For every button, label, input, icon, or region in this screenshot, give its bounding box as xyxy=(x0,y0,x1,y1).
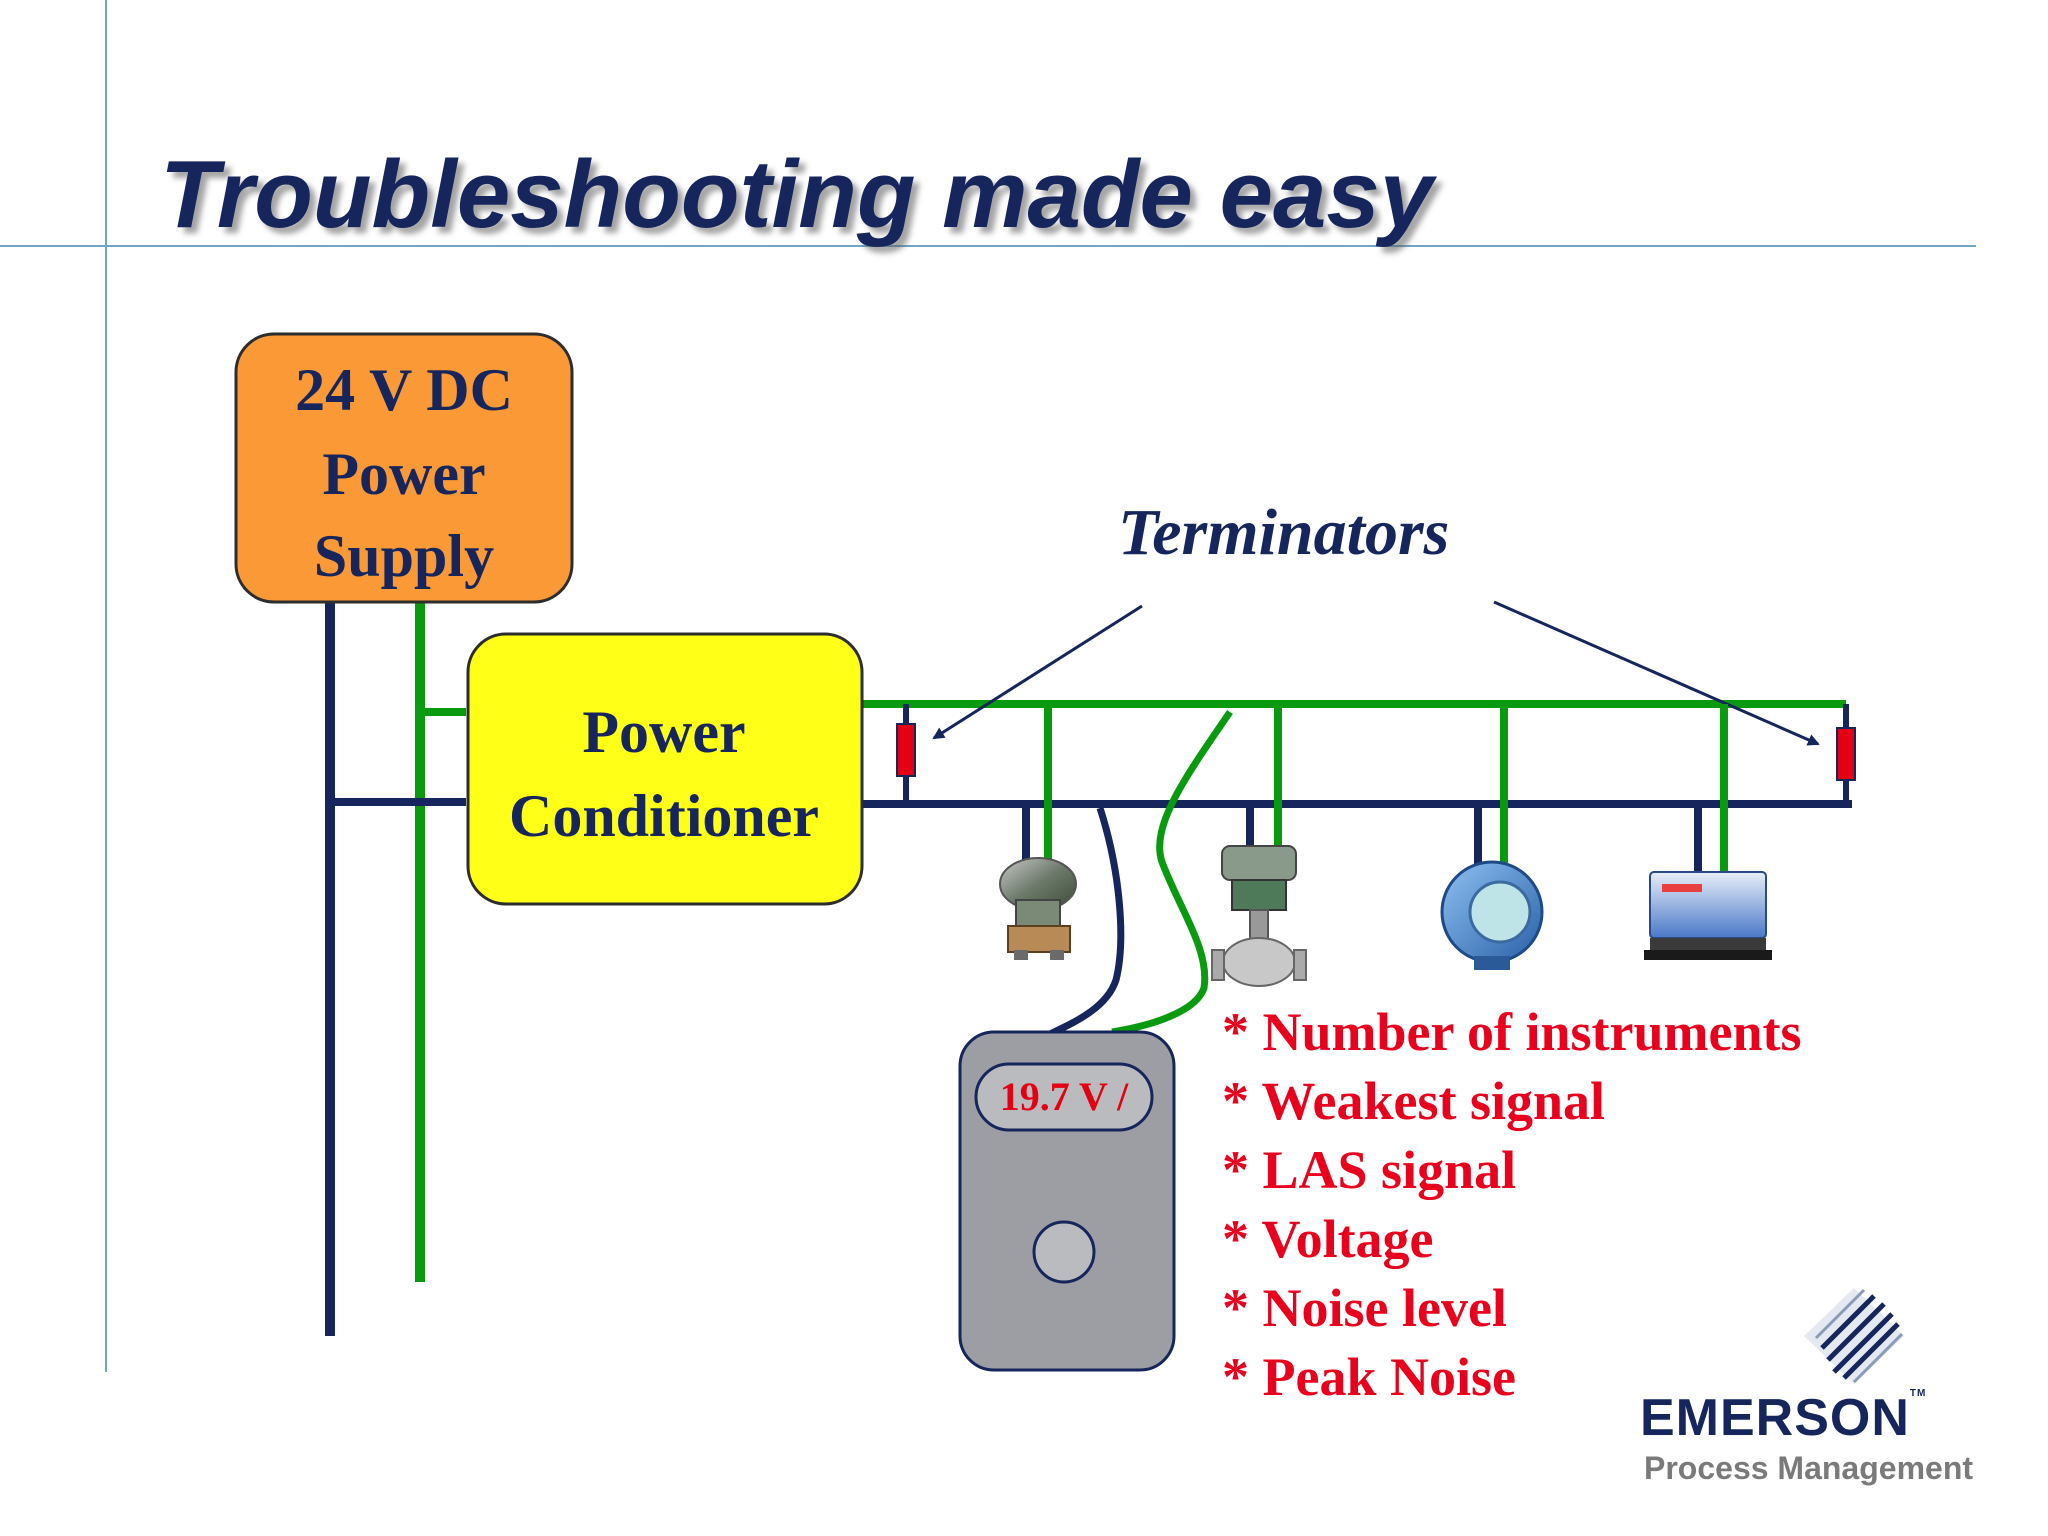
list-item: * Voltage xyxy=(1222,1209,1434,1269)
power-supply-label-line-2: Power xyxy=(322,441,485,507)
terminators-label: Terminators xyxy=(1118,496,1450,569)
io-module-icon xyxy=(1644,871,1772,960)
power-supply-box xyxy=(234,332,574,604)
list-item: * Noise level xyxy=(1222,1278,1507,1338)
meter-knob xyxy=(1032,1220,1096,1284)
list-item: * Number of instruments xyxy=(1222,1002,1802,1062)
list-item: * Weakest signal xyxy=(1222,1071,1606,1131)
slide-title: Troubleshooting made easy xyxy=(160,141,1434,248)
terminator-right xyxy=(1836,727,1856,781)
meter-display xyxy=(974,1062,1154,1132)
terminator-left xyxy=(896,723,916,777)
emerson-logo-icon xyxy=(1804,1288,1904,1384)
power-supply-label-line-1: 24 V DC xyxy=(295,357,513,423)
pressure-transmitter-icon xyxy=(999,857,1077,960)
power-conditioner-label-line-2: Conditioner xyxy=(509,783,819,849)
temperature-transmitter-icon xyxy=(1440,860,1544,970)
emerson-logo: EMERSONTM Process Management xyxy=(1640,1288,2000,1488)
list-item: * LAS signal xyxy=(1222,1140,1517,1200)
power-supply-label-line-3: Supply xyxy=(314,523,494,589)
meter-lead-positive xyxy=(1111,710,1233,1036)
meter-reading: 19.7 V / xyxy=(1000,1074,1129,1119)
terminator-arrow-left xyxy=(932,604,1143,740)
diagnostics-list: * Number of instruments * Weakest signal… xyxy=(1222,998,1802,1412)
power-conditioner-label-line-1: Power xyxy=(582,699,745,765)
list-item: * Peak Noise xyxy=(1222,1347,1516,1407)
brand-trademark: TM xyxy=(1909,1388,1927,1399)
control-valve-icon xyxy=(1211,845,1307,987)
meter-lead-negative xyxy=(1044,806,1125,1040)
power-conditioner-box xyxy=(466,632,864,906)
brand-name: EMERSONTM xyxy=(1640,1388,1927,1447)
terminator-arrow-right xyxy=(1493,600,1820,746)
brand-subtitle: Process Management xyxy=(1644,1450,1974,1486)
